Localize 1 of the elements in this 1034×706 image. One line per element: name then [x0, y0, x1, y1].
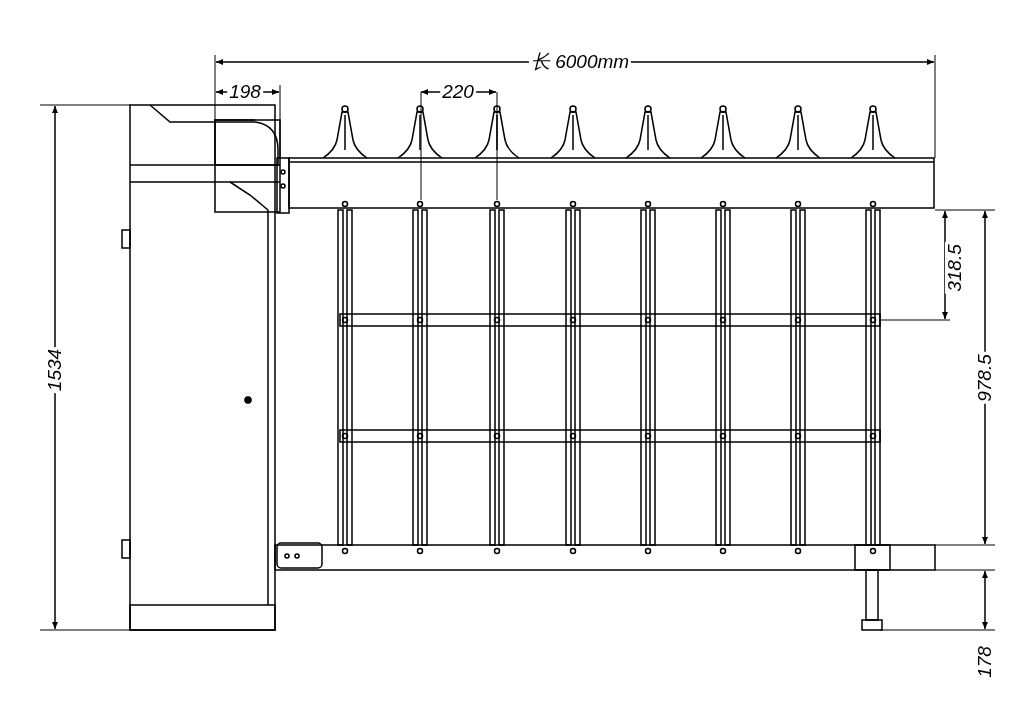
overall-length-dimension: 长 6000mm — [528, 52, 632, 72]
